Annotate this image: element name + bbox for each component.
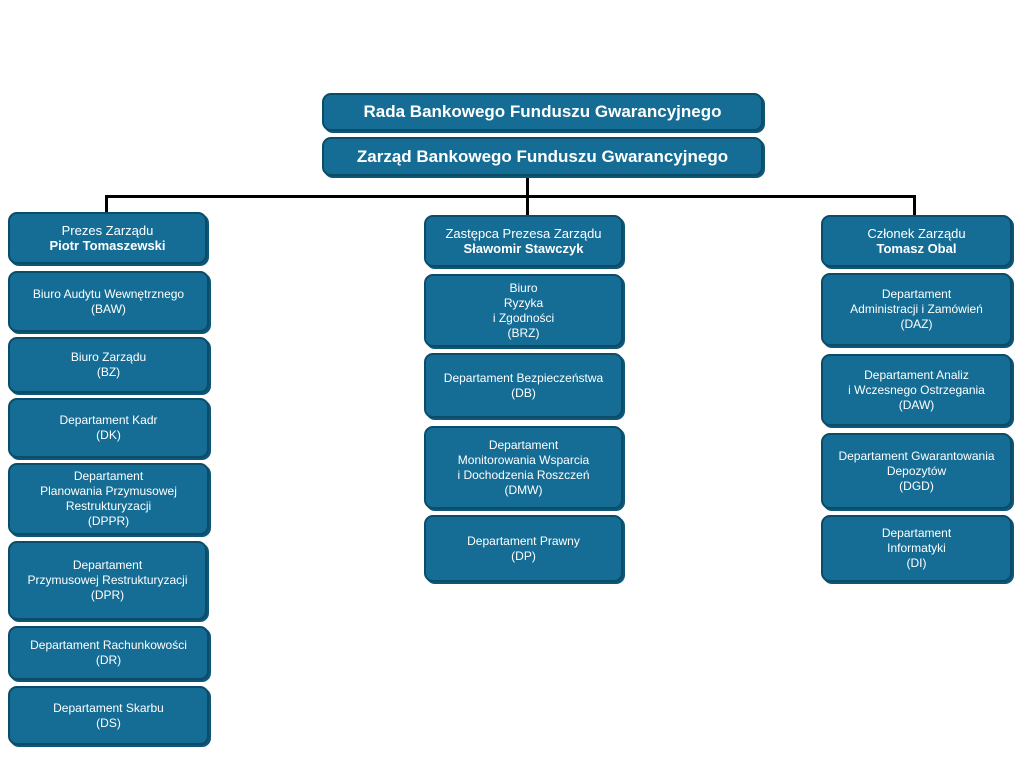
unit-line: Departament Prawny <box>467 533 580 548</box>
unit-line: Departament <box>488 437 559 452</box>
head-name: Tomasz Obal <box>876 241 957 256</box>
connector-horizontal <box>105 195 916 198</box>
unit-box-dgd: Departament Gwarantowania Depozytów (DGD… <box>821 433 1012 509</box>
unit-box-brz: Biuro Ryzyka i Zgodności (BRZ) <box>424 274 623 347</box>
unit-code: (DAZ) <box>900 317 933 331</box>
unit-line: Departament <box>72 558 143 572</box>
unit-box-daz: Departament Administracji i Zamówień (DA… <box>821 273 1012 346</box>
unit-line: Biuro Zarządu <box>70 350 147 364</box>
unit-box-db: Departament Bezpieczeństwa (DB) <box>424 353 623 418</box>
unit-line: Ryzyka <box>503 295 544 310</box>
unit-line: Administracji i Zamówień <box>850 302 983 316</box>
head-role: Członek Zarządu <box>867 226 966 241</box>
unit-line: Przymusowej Restrukturyzacji <box>27 573 188 587</box>
unit-line: Restrukturyzacji <box>65 499 152 513</box>
head-box-vice-president: Zastępca Prezesa Zarządu Sławomir Stawcz… <box>424 215 623 267</box>
unit-line: Depozytów <box>886 463 947 478</box>
unit-code: (DR) <box>95 653 122 667</box>
connector-right-drop <box>913 195 916 216</box>
head-role: Prezes Zarządu <box>61 223 154 238</box>
unit-code: (DB) <box>511 385 536 400</box>
unit-line: Biuro Audytu Wewnętrznego <box>32 286 185 301</box>
unit-box-dk: Departament Kadr (DK) <box>8 398 209 458</box>
unit-line: i Zgodności <box>492 310 555 325</box>
head-box-president: Prezes Zarządu Piotr Tomaszewski <box>8 212 207 264</box>
unit-box-daw: Departament Analiz i Wczesnego Ostrzegan… <box>821 354 1012 426</box>
connector-center-drop <box>526 195 529 216</box>
unit-box-di: Departament Informatyki (DI) <box>821 515 1012 582</box>
unit-line: Departament <box>881 526 952 540</box>
unit-code: (DAW) <box>898 397 935 412</box>
unit-box-dpr: Departament Przymusowej Restrukturyzacji… <box>8 541 207 620</box>
unit-code: (DI) <box>906 556 927 570</box>
unit-line: Informatyki <box>887 541 946 555</box>
unit-box-dp: Departament Prawny (DP) <box>424 515 623 582</box>
unit-code: (DPR) <box>90 588 125 602</box>
unit-box-bz: Biuro Zarządu (BZ) <box>8 337 209 393</box>
unit-line: Departament Bezpieczeństwa <box>443 370 604 385</box>
unit-box-dppr: Departament Planowania Przymusowej Restr… <box>8 463 209 535</box>
unit-line: Departament Kadr <box>59 413 158 427</box>
unit-line: Departament Analiz <box>864 367 969 382</box>
unit-line: i Dochodzenia Roszczeń <box>457 467 590 482</box>
unit-code: (DP) <box>511 548 536 563</box>
unit-code: (DS) <box>96 715 121 730</box>
unit-code: (DK) <box>96 428 121 442</box>
connector-board-down <box>526 175 529 197</box>
unit-code: (DGD) <box>899 478 934 493</box>
board-box: Zarząd Bankowego Funduszu Gwarancyjnego <box>322 137 763 176</box>
unit-line: i Wczesnego Ostrzegania <box>848 382 985 397</box>
unit-line: Departament Skarbu <box>53 700 164 715</box>
unit-line: Planowania Przymusowej <box>40 484 177 498</box>
head-role: Zastępca Prezesa Zarządu <box>445 226 602 241</box>
head-box-board-member: Członek Zarządu Tomasz Obal <box>821 215 1012 267</box>
unit-line: Biuro <box>509 280 538 295</box>
unit-box-baw: Biuro Audytu Wewnętrznego (BAW) <box>8 271 209 332</box>
unit-code: (BAW) <box>91 301 126 316</box>
unit-line: Departament Rachunkowości <box>30 638 187 652</box>
council-box: Rada Bankowego Funduszu Gwarancyjnego <box>322 93 763 131</box>
unit-line: Departament <box>881 287 952 301</box>
unit-line: Monitorowania Wsparcia <box>457 452 590 467</box>
head-name: Piotr Tomaszewski <box>49 238 166 253</box>
unit-code: (BZ) <box>96 365 121 379</box>
unit-box-dr: Departament Rachunkowości (DR) <box>8 626 209 680</box>
board-title: Zarząd Bankowego Funduszu Gwarancyjnego <box>356 146 729 166</box>
unit-line: Departament <box>73 469 144 483</box>
unit-code: (DPPR) <box>87 514 130 528</box>
council-title: Rada Bankowego Funduszu Gwarancyjnego <box>363 102 722 121</box>
head-name: Sławomir Stawczyk <box>463 241 584 256</box>
unit-box-ds: Departament Skarbu (DS) <box>8 686 209 745</box>
unit-box-dmw: Departament Monitorowania Wsparcia i Doc… <box>424 426 623 509</box>
unit-code: (DMW) <box>504 482 543 497</box>
unit-code: (BRZ) <box>507 325 540 340</box>
connector-left-drop <box>105 195 108 214</box>
unit-line: Departament Gwarantowania <box>838 448 995 463</box>
